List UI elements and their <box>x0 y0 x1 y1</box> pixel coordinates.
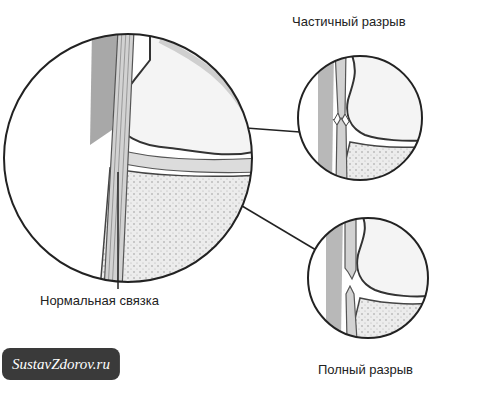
tibia <box>340 142 430 185</box>
normal-knee-view <box>0 20 260 290</box>
tibia <box>350 298 440 340</box>
femur-condyle <box>118 20 260 154</box>
complete-tear-view <box>306 210 440 340</box>
partial-tear-view <box>296 50 430 185</box>
zoom-circle <box>4 34 252 282</box>
meniscus <box>115 150 260 173</box>
leader-line <box>117 172 119 289</box>
watermark-badge <box>2 348 120 380</box>
part-label: Нормальная связка <box>40 293 159 309</box>
zoom-line <box>246 128 300 132</box>
view-label: Частичный разрыв <box>292 14 406 30</box>
view-label: Полный разрыв <box>318 362 413 378</box>
zoom-circle <box>308 218 428 338</box>
femur-shade <box>160 40 250 120</box>
ligament <box>104 30 134 290</box>
zoom-line <box>232 200 316 250</box>
ligament <box>346 286 357 340</box>
zoom-circle <box>298 56 422 180</box>
watermark: SustavZdorov.ru <box>12 356 110 372</box>
